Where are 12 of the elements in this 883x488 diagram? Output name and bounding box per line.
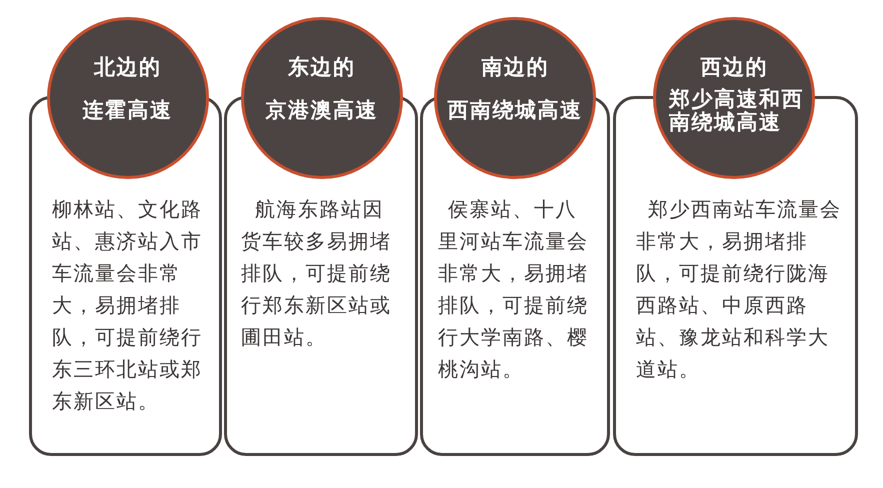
- description-text: 侯寨站、十八里河站车流量会非常大，易拥堵排队，可提前绕行大学南路、樱桃沟站。: [438, 196, 590, 383]
- heading-text: 西南绕城高速: [448, 98, 582, 122]
- description-text: 郑少西南站车流量会非常大，易拥堵排队，可提前绕行陇海西路站、中原西路站、豫龙站和科学大道站。: [636, 196, 842, 383]
- heading-text: 西边的: [700, 54, 768, 78]
- description-text: 航海东路站因货车较多易拥堵排队，可提前绕行郑东新区站或圃田站。: [241, 196, 392, 351]
- heading-text: 京港澳高速: [265, 98, 378, 122]
- description-text: 柳林站、文化路站、惠济站入市车流量会非常大，易拥堵排队，可提前绕行东三环北站或郑东新区站。: [52, 196, 204, 415]
- heading-text: 东边的: [288, 54, 356, 78]
- heading-text: 郑少高速和西南绕城高速: [669, 88, 805, 134]
- heading-text: 北边的: [94, 54, 162, 78]
- heading-text: 南边的: [481, 54, 549, 78]
- heading-text: 连霍高速: [82, 98, 172, 122]
